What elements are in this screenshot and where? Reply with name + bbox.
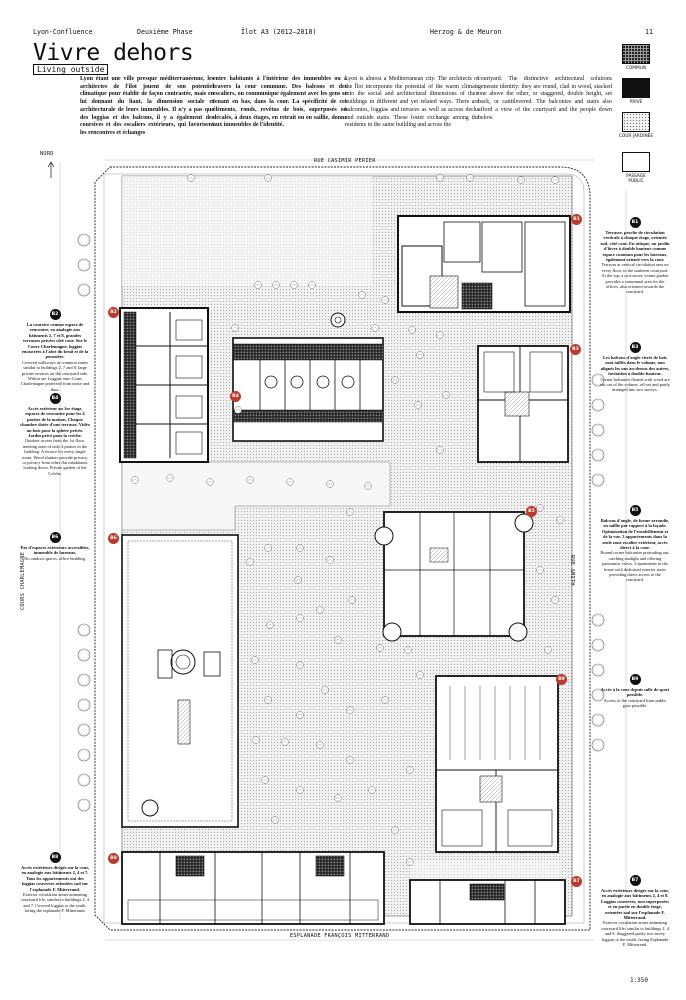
note-en: Round corner balconies protruding out, c… — [600, 550, 670, 583]
note-badge: B2 — [49, 309, 61, 320]
street-bottom: ESPLANADE FRANÇOIS MITTERRAND — [290, 933, 390, 939]
note-badge: B8 — [49, 852, 61, 863]
text-en-col2: courtyard. The distinctive architectural… — [478, 76, 612, 121]
note-en: Covered walkways as common zones similar… — [20, 359, 90, 392]
note-badge: B3 — [629, 342, 641, 353]
building-b2 — [119, 307, 209, 463]
note-fr: Accès à la cour depuis salle de sport po… — [600, 687, 670, 698]
note-en: Outdoor access from the 1st floor, meeti… — [21, 438, 89, 476]
note-badge: B7 — [629, 875, 641, 886]
note-en: Exterior circulation zones animating cou… — [601, 920, 669, 948]
page-number: 11 — [645, 28, 653, 36]
page-title: Vivre dehors — [33, 40, 194, 66]
note-fr: Terrasse, proche de circulation vertical… — [600, 230, 670, 263]
note-badge: B6 — [49, 532, 61, 543]
street-right: RUE SMITH — [569, 555, 575, 586]
legend-label: PASSAGE PUBLIC — [626, 174, 646, 184]
badge-b9: B9 — [556, 674, 567, 685]
note-badge: B9 — [629, 674, 641, 685]
note-b7: B7 Accès extérieurs dirigés sur la cour,… — [600, 875, 670, 947]
block-outline — [94, 166, 591, 931]
note-fr: Les balcons d'angle vitrés de bois sont … — [600, 355, 670, 377]
page-subtitle: Living outside — [33, 64, 109, 75]
street-top: RUE CASIMIR PERIER — [314, 158, 376, 164]
note-fr: La coursive comme espace de rencontre, e… — [21, 322, 89, 360]
note-b6: B6 Pas d'espaces extérieurs accessibles,… — [20, 532, 90, 561]
badge-b1: B1 — [571, 214, 582, 225]
building-b9 — [435, 675, 559, 853]
note-en: Access to the courtyard from public gym … — [603, 697, 667, 709]
header-location: Lyon-Confluence — [33, 28, 93, 36]
note-b1: B1 Terrasse, proche de circulation verti… — [600, 217, 670, 295]
legend-private: PRIVÉ — [618, 78, 654, 105]
badge-b7: B7 — [571, 876, 582, 887]
note-badge: B1 — [629, 217, 641, 228]
building-b8 — [121, 851, 385, 925]
badge-b4: B4 — [230, 391, 241, 402]
badge-b2: B2 — [108, 307, 119, 318]
note-badge: B5 — [629, 505, 641, 516]
building-b5 — [374, 511, 534, 642]
note-fr: Accès extérieurs dirigés sur la cour, en… — [600, 888, 669, 921]
building-b1 — [397, 215, 571, 313]
text-en-col1: Lyon is almost a Mediterranean city. The… — [345, 76, 479, 129]
building-b3 — [477, 345, 569, 463]
note-en: Terraces at vertical circulation area on… — [601, 262, 669, 295]
note-b2: B2 La coursive comme espace de rencontre… — [20, 309, 90, 392]
note-en: Exterior circulation zones animating cou… — [21, 892, 89, 914]
note-b9: B9 Accès à la cour depuis salle de sport… — [600, 674, 670, 709]
legend-label: COMMUN — [625, 66, 647, 71]
text-fr-col1: Lyon étant une ville presque méditerrané… — [80, 76, 214, 136]
scale-label: 1:350 — [629, 977, 648, 984]
note-fr: Accès extérieur au 1er étage, espaces de… — [20, 406, 90, 439]
note-fr: Accès extérieurs dirigés sur la cour, en… — [21, 865, 89, 892]
text-fr-col2: entre habitants à l'intérieur des immeub… — [213, 76, 347, 129]
building-b6 — [121, 534, 239, 828]
legend-label: COUR JARDINÉE — [618, 134, 654, 139]
legend-common: COMMUN — [618, 44, 654, 71]
note-badge: B4 — [49, 393, 61, 404]
legend-label: PRIVÉ — [629, 100, 643, 105]
badge-b6: B6 — [108, 533, 119, 544]
badge-b8: B8 — [108, 853, 119, 864]
note-b8: B8 Accès extérieurs dirigés sur la cour,… — [20, 852, 90, 914]
header-phase: Deuxième Phase — [137, 28, 193, 36]
north-label: NORD — [40, 151, 54, 157]
note-en: No outdoor spaces, office building. — [24, 555, 86, 561]
building-b4 — [232, 312, 384, 442]
legend-public: PASSAGE PUBLIC — [618, 152, 654, 184]
legend-garden: COUR JARDINÉE — [618, 112, 654, 139]
badge-b5: B5 — [526, 506, 537, 517]
badge-b3: B3 — [570, 344, 581, 355]
note-fr: Pas d'espaces extérieurs accessibles, im… — [20, 545, 90, 556]
building-b7 — [409, 879, 566, 925]
public-passage — [121, 461, 391, 531]
north-arrow — [47, 161, 55, 178]
header-plot: Îlot A3 (2012–2018) — [241, 28, 317, 36]
note-b5: B5 Balcons d'angle, de forme arrondie, e… — [600, 505, 670, 583]
note-b4: B4 Accès extérieur au 1er étage, espaces… — [20, 393, 90, 476]
note-b3: B3 Les balcons d'angle vitrés de bois so… — [600, 342, 670, 393]
note-en: Corner balconies floated with wood are c… — [600, 376, 670, 393]
note-fr: Balcons d'angle, de forme arrondie, en s… — [600, 518, 670, 551]
header-architect: Herzog & de Meuron — [430, 28, 502, 36]
